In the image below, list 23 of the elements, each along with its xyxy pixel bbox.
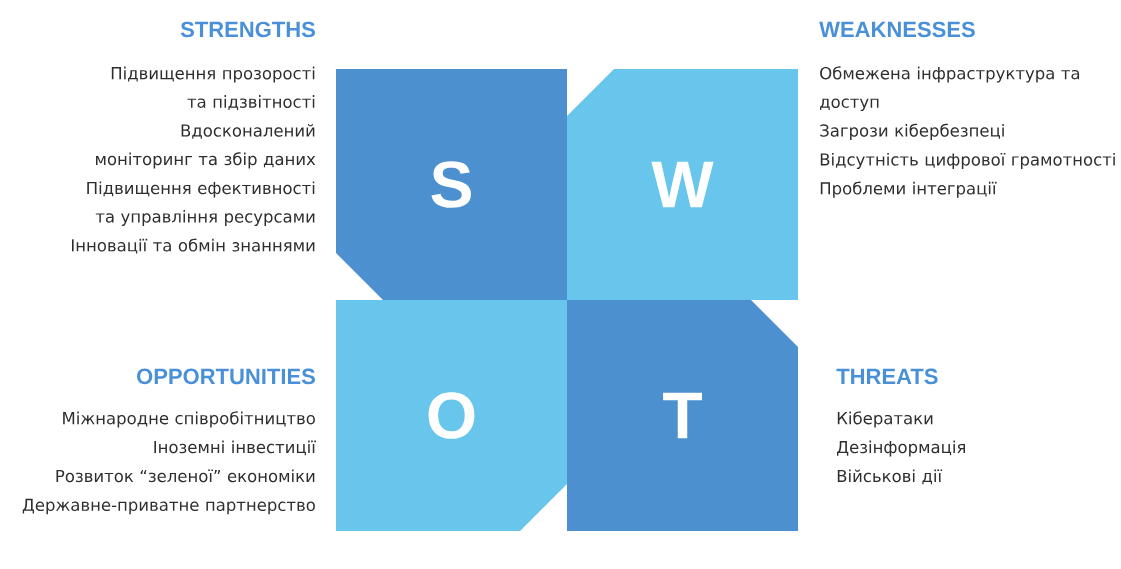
quadrant-tile: T [567, 300, 798, 531]
section-heading: THREATS [836, 368, 938, 385]
list-item: Кібератаки [837, 411, 933, 428]
quadrant-tile: O [336, 300, 567, 531]
list-item: Міжнародне співробітництво [63, 411, 315, 428]
list-item: Проблеми інтеграції [820, 181, 997, 198]
list-item: Підвищення ефективності та управління ресурсами [87, 181, 315, 226]
section-heading: WEAKNESSES [819, 21, 975, 38]
list-item: Загрози кібербезпеці [820, 123, 1004, 140]
list-item: Підвищення прозорості та підзвітності [111, 66, 315, 110]
quadrant-tile: S [336, 69, 567, 300]
list-item: Дезінформація [837, 440, 965, 457]
section-heading: OPPORTUNITIES [137, 368, 315, 385]
list-item: Інновації та обмін знаннями [72, 238, 315, 254]
list-item: Іноземні інвестиції [154, 440, 316, 456]
quadrant-tile: W [567, 69, 798, 300]
list-item: Обмежена інфраструктура та доступ [820, 66, 1080, 112]
list-item: Вдосконалений моніторинг та збір даних [96, 124, 316, 169]
list-item: Державне-приватне партнерство [22, 498, 315, 515]
list-item: Військові дії [837, 469, 943, 485]
section-heading: STRENGTHS [180, 21, 315, 38]
list-item: Відсутність цифрової грамотності [820, 152, 1115, 169]
list-item: Розвиток “зеленої” економіки [56, 469, 315, 483]
